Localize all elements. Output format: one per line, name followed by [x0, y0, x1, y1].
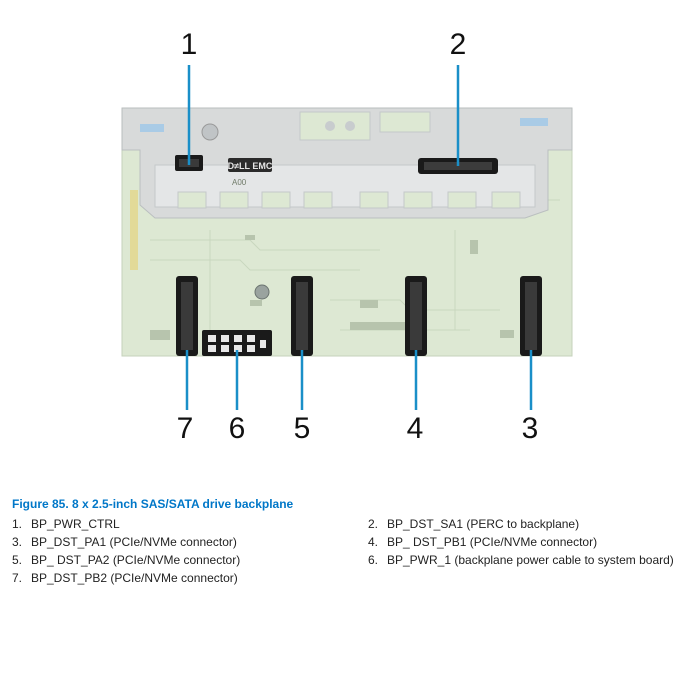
legend-item-text: BP_DST_PB2 (PCIe/NVMe connector)	[31, 571, 238, 585]
blue-latch	[140, 124, 164, 132]
legend-item: 7.BP_DST_PB2 (PCIe/NVMe connector)	[12, 571, 238, 585]
backplane-figure: D≠LL EMC A00	[121, 28, 573, 445]
legend-item-text: BP_ DST_PA2 (PCIe/NVMe connector)	[31, 553, 241, 567]
callout-number-3: 3	[522, 412, 539, 445]
legend-item: 2.BP_DST_SA1 (PERC to backplane)	[368, 517, 580, 531]
legend-item: 4.BP_ DST_PB1 (PCIe/NVMe connector)	[368, 535, 598, 549]
legend-item-text: BP_DST_PA1 (PCIe/NVMe connector)	[31, 535, 237, 549]
capacitor	[254, 284, 270, 300]
legend-right-column: 2.BP_DST_SA1 (PERC to backplane) 4.BP_ D…	[368, 515, 674, 569]
legend-item: 6.BP_PWR_1 (backplane power cable to sys…	[368, 553, 674, 567]
callout-number-7: 7	[177, 412, 194, 445]
legend-left-column: 1.BP_PWR_CTRL 3.BP_DST_PA1 (PCIe/NVMe co…	[12, 515, 240, 587]
connector-bp-pwr-1	[202, 330, 272, 356]
board-marking: A00	[232, 178, 247, 187]
legend-item: 1.BP_PWR_CTRL	[12, 517, 120, 531]
legend-item-text: BP_PWR_CTRL	[31, 517, 120, 531]
dell-emc-logo: D≠LL EMC A00	[228, 158, 273, 187]
figure-caption: Figure 85. 8 x 2.5-inch SAS/SATA drive b…	[12, 497, 294, 511]
callout-number-1: 1	[181, 28, 198, 61]
connector-bp-dst-pb2	[176, 276, 198, 356]
callout-number-5: 5	[294, 412, 311, 445]
legend-item: 5.BP_ DST_PA2 (PCIe/NVMe connector)	[12, 553, 241, 567]
callout-lines	[185, 65, 533, 410]
callout-number-6: 6	[229, 412, 246, 445]
legend-item-text: BP_PWR_1 (backplane power cable to syste…	[387, 553, 674, 567]
callout-number-2: 2	[450, 28, 467, 61]
connector-bp-dst-pb1	[405, 276, 427, 356]
connector-bp-dst-pa2	[291, 276, 313, 356]
legend-item: 3.BP_DST_PA1 (PCIe/NVMe connector)	[12, 535, 237, 549]
legend-item-text: BP_ DST_PB1 (PCIe/NVMe connector)	[387, 535, 598, 549]
svg-text:D≠LL EMC: D≠LL EMC	[228, 161, 273, 171]
connector-bp-dst-pa1	[520, 276, 542, 356]
screw	[201, 123, 219, 141]
callout-number-4: 4	[407, 412, 424, 445]
blue-latch	[520, 118, 548, 126]
legend-item-text: BP_DST_SA1 (PERC to backplane)	[387, 517, 580, 531]
callout-numbers: 1 2 3 4 5 6 7	[177, 28, 539, 445]
